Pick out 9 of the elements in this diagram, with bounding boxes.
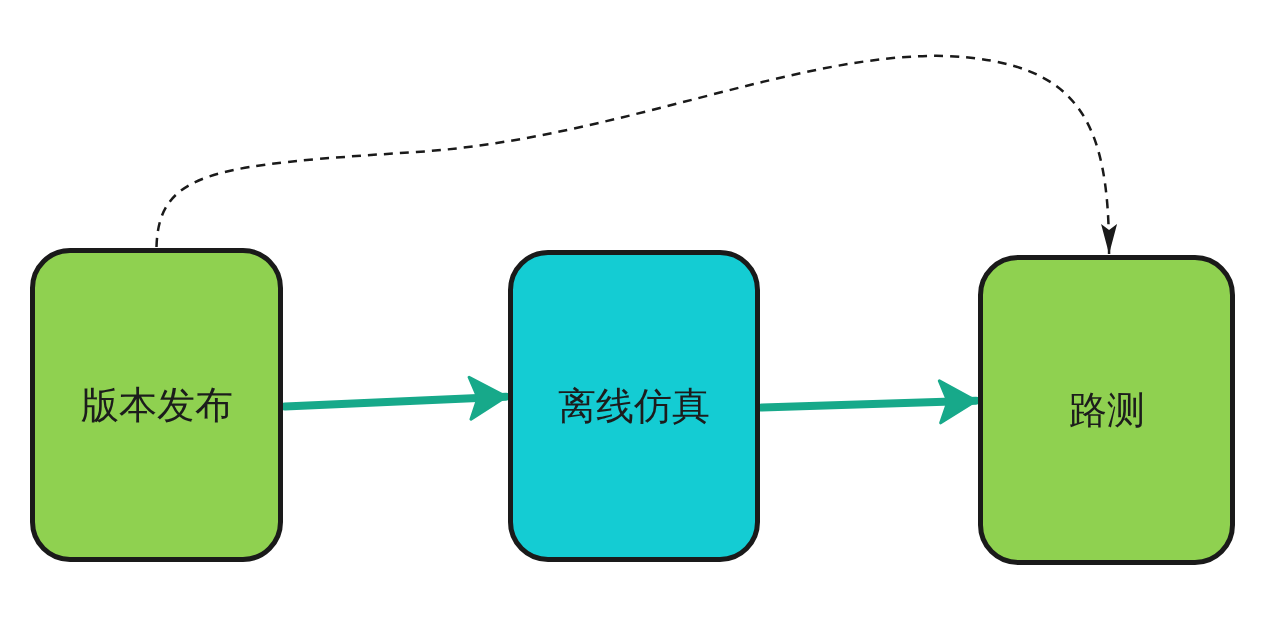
arrow <box>758 379 980 425</box>
node-label: 路测 <box>1068 386 1145 434</box>
node-label: 版本发布 <box>80 381 233 429</box>
node-label: 离线仿真 <box>558 382 710 430</box>
dashed-arrow <box>155 54 1117 255</box>
process-box <box>978 255 1235 565</box>
process-box <box>30 248 283 562</box>
arrow <box>281 375 510 421</box>
process-box <box>508 250 760 562</box>
